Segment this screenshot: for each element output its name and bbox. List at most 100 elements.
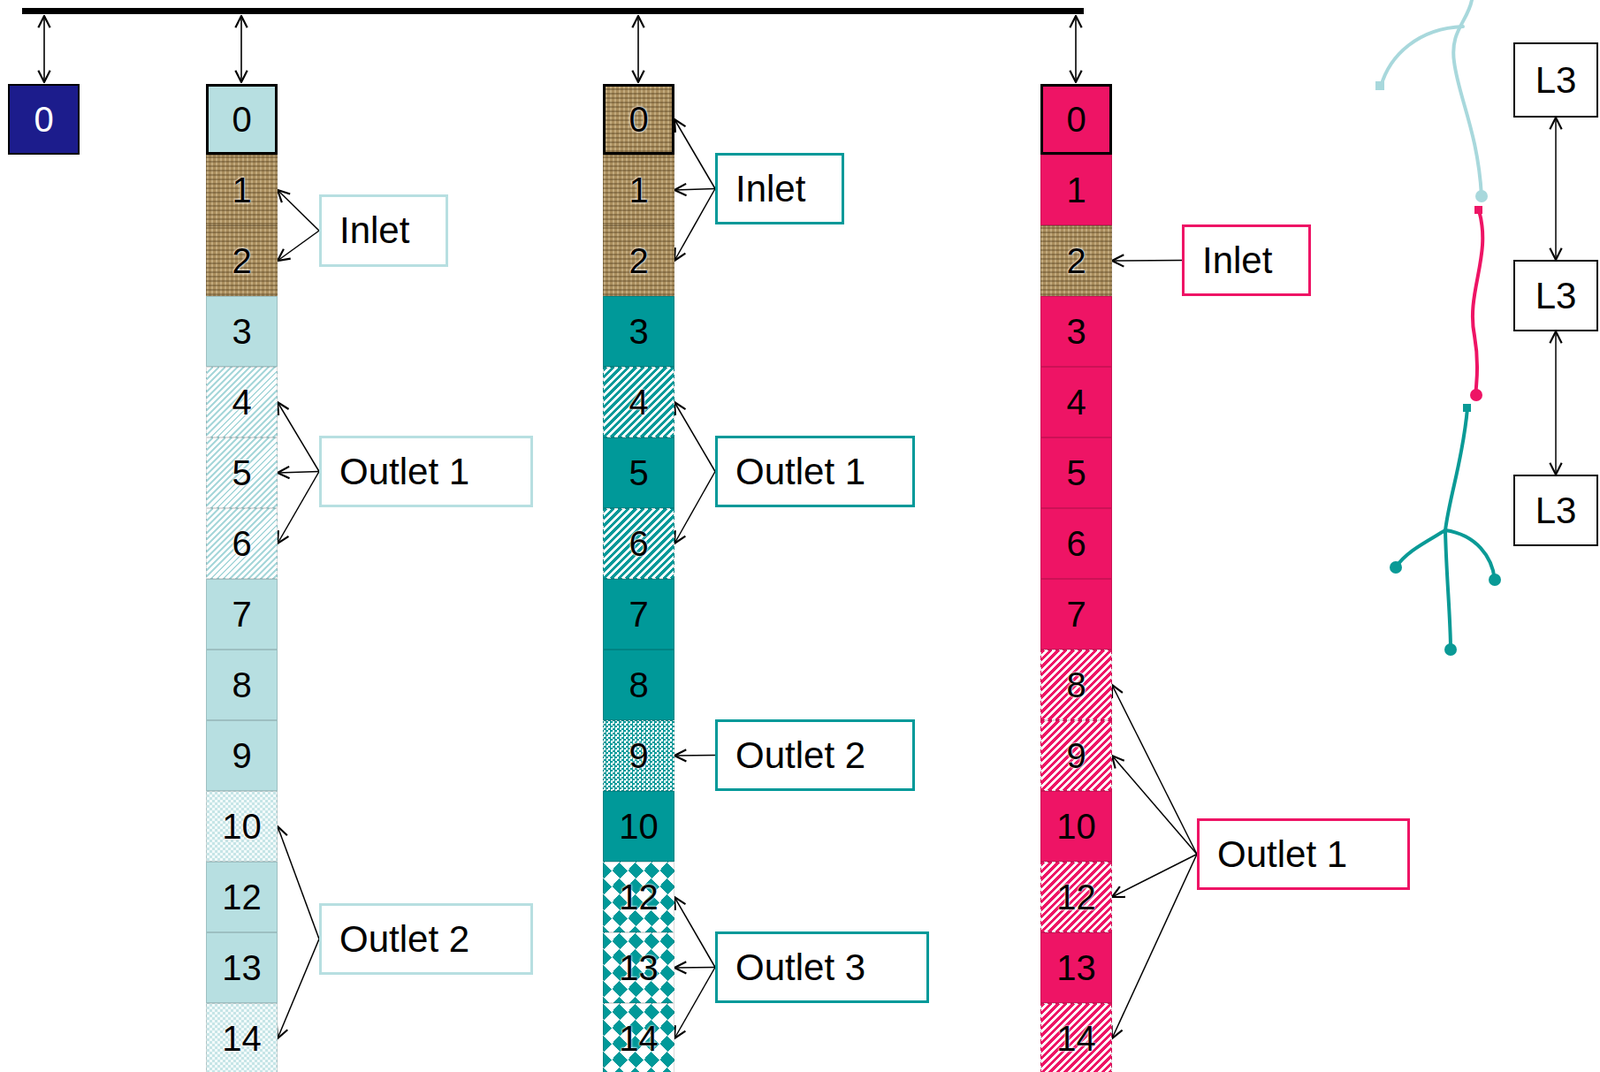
callout-box: Outlet 2 bbox=[319, 903, 534, 976]
memory-cell: 7 bbox=[1040, 579, 1113, 650]
cell-number: 1 bbox=[231, 172, 252, 208]
connector-arrow bbox=[674, 119, 716, 190]
memory-cell: 2 bbox=[205, 225, 278, 297]
cell-number: 2 bbox=[1066, 243, 1086, 279]
memory-cell: 6 bbox=[205, 508, 278, 580]
cell-number: 3 bbox=[628, 313, 648, 350]
cache-box: L3 bbox=[1513, 474, 1599, 547]
memory-cell: 4 bbox=[205, 366, 278, 438]
memory-cell: 3 bbox=[1040, 296, 1113, 367]
cell-number: 6 bbox=[1066, 525, 1086, 562]
connector-arrow bbox=[277, 939, 320, 1040]
vessel-segment bbox=[1453, 0, 1482, 197]
vessel-segment bbox=[1445, 408, 1468, 531]
cache-label: L3 bbox=[1535, 492, 1578, 530]
cache-box: L3 bbox=[1513, 42, 1599, 118]
cell-number: 13 bbox=[618, 950, 659, 986]
cell-number: 14 bbox=[1056, 1020, 1097, 1057]
callout-box: Outlet 1 bbox=[1196, 818, 1410, 891]
memory-cell: 0 bbox=[205, 83, 278, 155]
connector-arrow bbox=[674, 472, 716, 545]
memory-cell: 9 bbox=[602, 720, 675, 792]
connector-arrow bbox=[674, 402, 716, 473]
memory-cell: 8 bbox=[602, 649, 675, 721]
vessel-branch bbox=[1395, 530, 1446, 568]
memory-cell: 14 bbox=[205, 1003, 278, 1072]
memory-cell: 1 bbox=[602, 154, 675, 226]
bus-link bbox=[1074, 15, 1077, 83]
cell-number: 8 bbox=[231, 667, 252, 703]
callout-label: Inlet bbox=[339, 212, 410, 250]
cell-number: 2 bbox=[231, 243, 252, 279]
memory-cell: 7 bbox=[205, 579, 278, 650]
connector-group bbox=[242, 117, 1557, 1039]
cell-number: 12 bbox=[618, 879, 659, 915]
memory-cell: 5 bbox=[1040, 437, 1113, 509]
cell-number: 9 bbox=[1066, 738, 1086, 774]
cell-number: 7 bbox=[231, 596, 252, 633]
connector-arrow bbox=[674, 967, 716, 1040]
connector-arrow bbox=[277, 402, 320, 473]
memory-cell: 7 bbox=[602, 579, 675, 650]
cache-label: L3 bbox=[1535, 61, 1578, 100]
cell-number: 7 bbox=[628, 596, 648, 633]
memory-cell: 13 bbox=[602, 932, 675, 1004]
cell-number: 1 bbox=[628, 172, 648, 208]
connector-arrow bbox=[1112, 854, 1197, 899]
vessel-tip bbox=[1474, 205, 1483, 214]
callout-label: Outlet 2 bbox=[735, 737, 866, 775]
callout-box: Inlet bbox=[319, 194, 449, 267]
connector-arrow bbox=[277, 190, 320, 231]
cell-number: 6 bbox=[628, 525, 648, 562]
memory-cell: 12 bbox=[1040, 861, 1113, 933]
connector-arrow bbox=[674, 189, 716, 191]
vessel-node bbox=[1488, 573, 1501, 587]
vessel-segment bbox=[1472, 210, 1483, 396]
memory-cell: 10 bbox=[602, 791, 675, 862]
cell-number: 3 bbox=[231, 313, 252, 350]
memory-cell: 8 bbox=[1040, 649, 1113, 721]
cell-number: 12 bbox=[221, 879, 262, 915]
memory-cell: 10 bbox=[205, 791, 278, 862]
memory-cell: 1 bbox=[1040, 154, 1113, 226]
vessel-tip bbox=[1375, 81, 1385, 91]
memory-cell: 6 bbox=[602, 508, 675, 580]
cell-number: 9 bbox=[231, 738, 252, 774]
callout-label: Inlet bbox=[735, 170, 806, 208]
cache-box: L3 bbox=[1513, 259, 1599, 332]
cell-number: 6 bbox=[231, 525, 252, 562]
cell-number: 3 bbox=[1066, 313, 1086, 350]
cell-number: 4 bbox=[1066, 384, 1086, 420]
memory-cell: 0 bbox=[1040, 83, 1113, 155]
cell-number: 14 bbox=[618, 1020, 659, 1057]
memory-cell: 8 bbox=[205, 649, 278, 721]
vessel-node bbox=[1444, 643, 1457, 656]
cell-number: 10 bbox=[221, 808, 262, 845]
memory-cell: 13 bbox=[1040, 932, 1113, 1004]
callout-box: Outlet 1 bbox=[715, 435, 915, 508]
cell-number: 8 bbox=[1066, 667, 1086, 703]
cell-number: 0 bbox=[1066, 101, 1086, 138]
connector-arrow bbox=[1112, 755, 1197, 855]
connector-arrow bbox=[1112, 685, 1197, 855]
cell-number: 0 bbox=[628, 101, 648, 138]
vessel-branch bbox=[1445, 530, 1451, 650]
memory-cell: 1 bbox=[205, 154, 278, 226]
memory-cell: 5 bbox=[602, 437, 675, 509]
system-bus bbox=[22, 7, 1084, 83]
cell-number: 8 bbox=[628, 667, 648, 703]
cell-number: 10 bbox=[618, 808, 659, 845]
memory-cell: 14 bbox=[602, 1003, 675, 1072]
memory-cell: 2 bbox=[602, 225, 675, 297]
bus-link bbox=[637, 15, 640, 83]
cell-number: 10 bbox=[1056, 808, 1097, 845]
memory-cell: 10 bbox=[1040, 791, 1113, 862]
memory-cell: 13 bbox=[205, 932, 278, 1004]
connector-arrow bbox=[674, 189, 716, 262]
memory-cell: 12 bbox=[602, 861, 675, 933]
vessel-branch bbox=[1380, 26, 1463, 87]
connector-arrow bbox=[674, 754, 716, 757]
cell-number: 4 bbox=[628, 384, 648, 420]
callout-box: Inlet bbox=[715, 152, 845, 225]
